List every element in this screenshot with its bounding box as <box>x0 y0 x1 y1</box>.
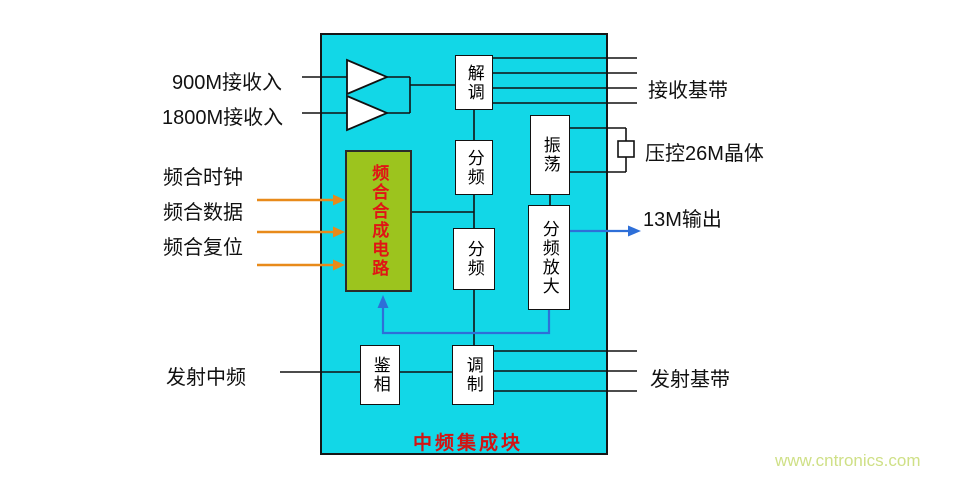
label-tx-baseband: 发射基带 <box>650 369 730 391</box>
freq-synth-block: 频合合成电路 <box>345 150 412 292</box>
oscillator-block: 振荡 <box>530 115 570 195</box>
label-synth-reset: 频合复位 <box>163 237 243 259</box>
crystal-symbol <box>617 140 635 158</box>
label-synth-data: 频合数据 <box>163 202 243 224</box>
label-synth-clock: 频合时钟 <box>163 167 243 189</box>
arrow-13m-head <box>628 225 641 237</box>
label-rx1800: 1800M接收入 <box>162 107 284 129</box>
divider-block-1: 分频 <box>455 140 493 195</box>
label-rx-baseband: 接收基带 <box>648 80 728 102</box>
divider-amplifier-block: 分频放大 <box>528 205 570 310</box>
diagram-title: 中频集成块 <box>413 433 524 454</box>
watermark: www.cntronics.com <box>775 451 921 470</box>
divider-block-2: 分频 <box>453 228 495 290</box>
label-crystal: 压控26M晶体 <box>645 143 764 165</box>
phase-detector-block: 鉴相 <box>360 345 400 405</box>
demodulator-block: 解调 <box>455 55 493 110</box>
modulator-block: 调制 <box>452 345 494 405</box>
label-13m-output: 13M输出 <box>643 209 722 231</box>
label-rx900: 900M接收入 <box>172 72 283 94</box>
label-tx-if: 发射中频 <box>166 367 246 389</box>
